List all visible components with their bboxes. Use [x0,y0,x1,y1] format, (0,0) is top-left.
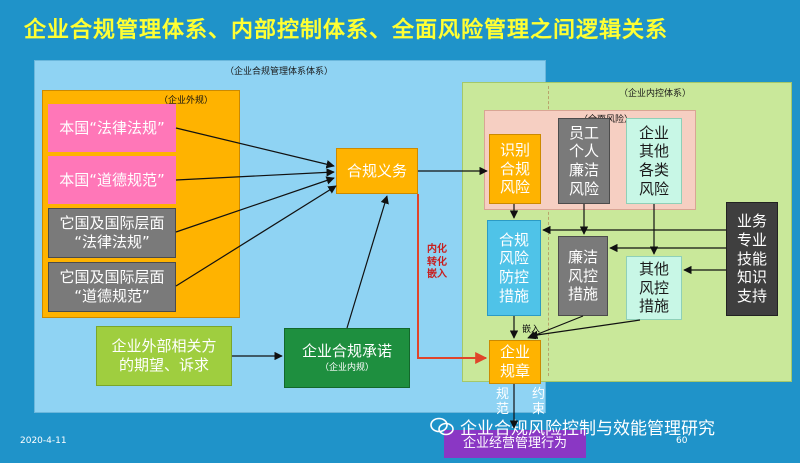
page-title: 企业合规管理体系、内部控制体系、全面风险管理之间逻辑关系 [24,18,669,43]
node-business-conduct: 企业经营管理行为 [444,430,586,458]
arrow-intl-law-to-duty [175,176,335,233]
watermark: 企业合规风险控制与效能管理研究 [430,414,715,439]
footer-date: 2020-4-11 [20,436,67,446]
internal-control-label: （企业内控体系） [619,89,692,99]
node-other-control-measures: 其他 风控 措施 [626,256,682,320]
internalize-label: 内化 转化 嵌入 [427,244,447,280]
node-external-expectations: 企业外部相关方 的期望、诉求 [96,326,232,386]
internal-rules-note: （企业内规） [319,363,374,374]
wechat-icon [430,417,454,435]
node-compliance-duty: 合规义务 [336,148,418,194]
arrow-intl-ethics-to-duty [175,185,337,287]
arrow-domestic-law-to-duty [175,127,335,169]
node-identify-risk: 识别 合规 风险 [489,134,541,204]
arrow-other-to-rules [529,319,641,340]
node-business-support: 业务 专业 技能 知识 支持 [726,202,778,316]
node-risk-control-measures: 合规 风险 防控 措施 [487,220,541,316]
node-domestic-law: 本国“法律法规” [48,104,176,152]
node-employee-integrity-risk: 员工 个人 廉洁 风险 [558,118,610,204]
regulate-label: 规 范 [496,387,510,417]
compliance-system-label: （企业合规管理体系体系） [225,67,334,77]
watermark-text: 企业合规风险控制与效能管理研究 [460,419,715,439]
node-integrity-control-measures: 廉洁 风控 措施 [558,236,608,316]
footer-page-number: 60 [676,436,688,446]
arrow-commitment-to-duty [346,195,389,329]
compliance-commitment-text: 企业合规承诺 [301,341,392,360]
constrain-label: 约 束 [532,387,546,417]
node-other-risk: 企业 其他 各类 风险 [626,118,682,204]
node-domestic-ethics: 本国“道德规范” [48,156,176,204]
node-intl-law: 它国及国际层面 “法律法规” [48,208,176,258]
node-enterprise-rules: 企业 规章 [489,340,541,384]
node-compliance-commitment: 企业合规承诺 （企业内规） [284,328,410,388]
arrow-internalize [417,194,488,364]
arrow-domestic-ethics-to-duty [175,168,335,181]
node-intl-ethics: 它国及国际层面 “道德规范” [48,262,176,312]
embed-label: 嵌入 [522,325,541,335]
external-rules-label: （企业外规） [159,96,214,106]
